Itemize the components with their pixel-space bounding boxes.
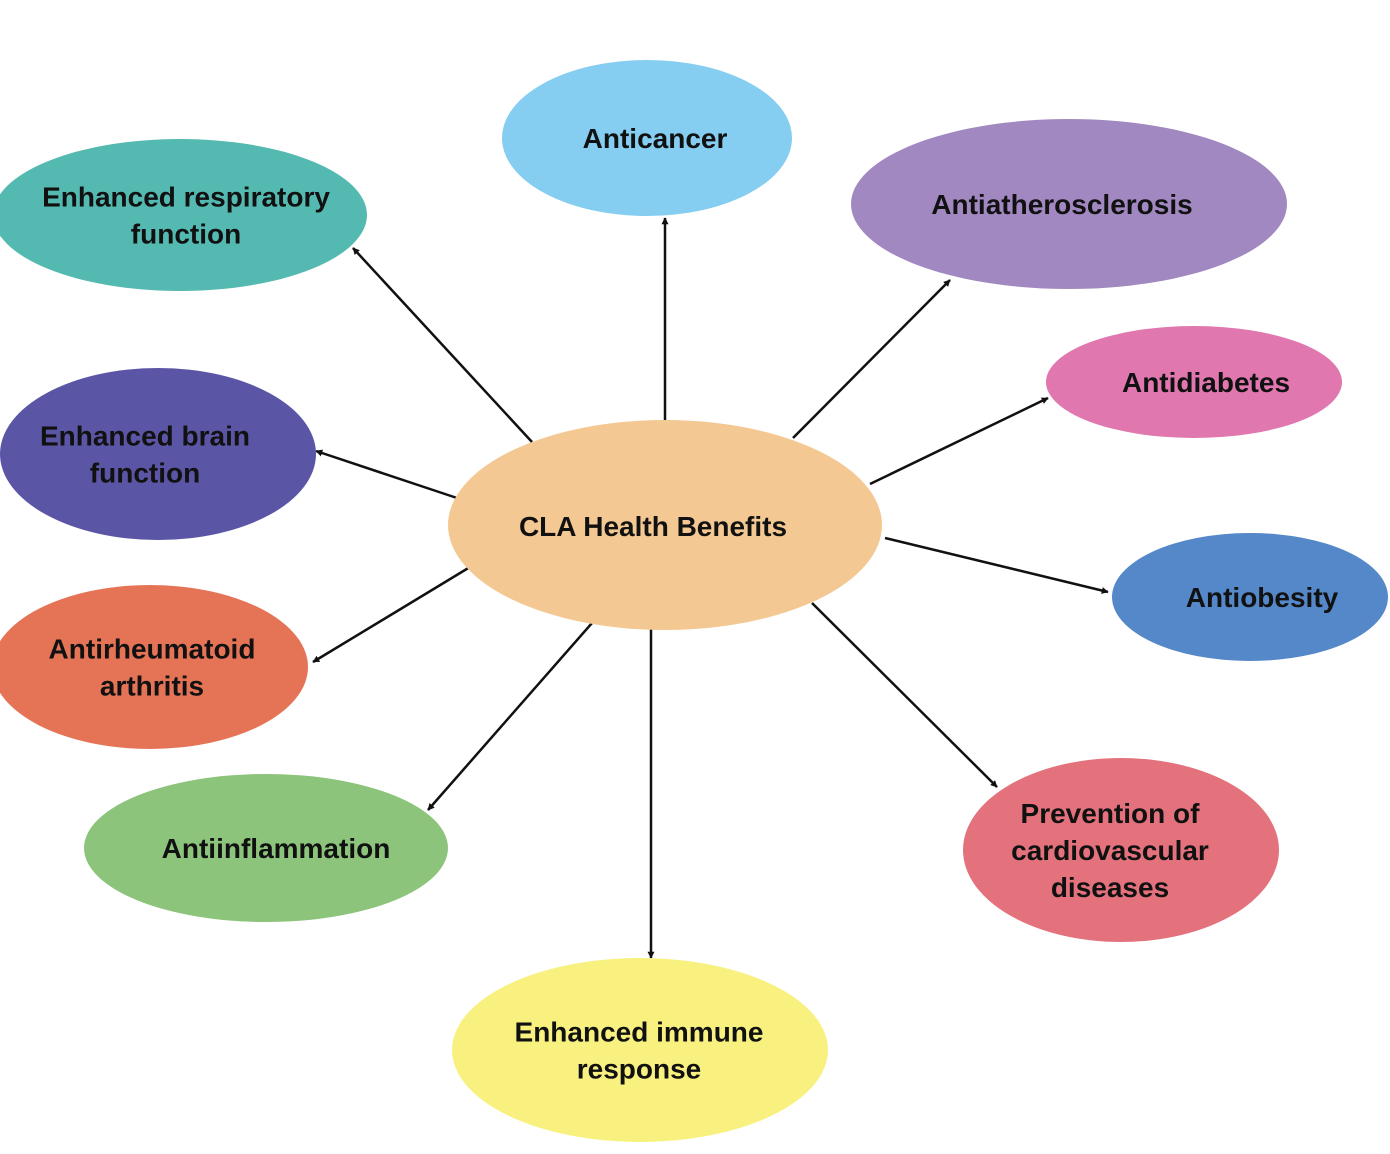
node-label-enhanced-brain-function-line-2: function	[90, 458, 200, 489]
node-label-enhanced-immune-response-line-1: Enhanced immune	[515, 1017, 764, 1048]
node-antiobesity: Antiobesity	[1112, 533, 1388, 661]
center-node-label: CLA Health Benefits	[519, 511, 787, 542]
node-label-prevention-of-cardiovascular-diseases-line-2: cardiovascular	[1011, 835, 1209, 866]
node-shape-antidiabetes	[1046, 326, 1342, 438]
node-label-enhanced-respiratory-function-line-1: Enhanced respiratory	[42, 182, 330, 213]
node-shape-antiinflammation	[84, 774, 448, 922]
node-shape-antiatherosclerosis	[851, 119, 1287, 289]
node-label-prevention-of-cardiovascular-diseases-line-3: diseases	[1051, 872, 1169, 903]
node-antiinflammation: Antiinflammation	[84, 774, 448, 922]
arrow-to-prevention-of-cardiovascular-diseases	[811, 602, 998, 788]
node-shape-enhanced-respiratory-function	[0, 139, 367, 291]
node-enhanced-respiratory-function: Enhanced respiratory function	[0, 139, 367, 291]
node-label-antirheumatoid-arthritis-line-1: Antirheumatoid	[49, 634, 256, 665]
node-label-prevention-of-cardiovascular-diseases-line-1: Prevention of	[1021, 798, 1201, 829]
node-antirheumatoid-arthritis: Antirheumatoid arthritis	[0, 585, 308, 749]
node-label-antiinflammation-line-1: Antiinflammation	[162, 833, 391, 864]
node-shape-anticancer	[502, 60, 792, 216]
node-label-enhanced-immune-response-line-2: response	[577, 1054, 702, 1085]
node-antiatherosclerosis: Antiatherosclerosis	[851, 119, 1287, 289]
node-enhanced-brain-function: Enhanced brain function	[0, 368, 316, 540]
center-node: CLA Health Benefits	[448, 420, 882, 630]
node-label-anticancer-line-1: Anticancer	[583, 123, 728, 154]
arrow-to-antiobesity	[884, 536, 1109, 594]
node-antidiabetes: Antidiabetes	[1046, 326, 1342, 438]
node-shape-antiobesity	[1112, 533, 1388, 661]
node-shape-prevention-of-cardiovascular-diseases	[963, 758, 1279, 942]
node-label-antiatherosclerosis-line-1: Antiatherosclerosis	[931, 189, 1192, 220]
arrows-layer	[312, 217, 1109, 959]
node-enhanced-immune-response: Enhanced immune response	[452, 958, 828, 1142]
arrow-to-antiinflammation	[427, 622, 593, 811]
arrow-to-antiatherosclerosis	[792, 279, 951, 439]
node-label-enhanced-brain-function-line-1: Enhanced brain	[40, 421, 250, 452]
node-label-antiobesity-line-1: Antiobesity	[1186, 582, 1339, 613]
nodes-layer: AnticancerAntiatherosclerosisAntidiabete…	[0, 60, 1388, 1142]
node-prevention-of-cardiovascular-diseases: Prevention of cardiovascular diseases	[963, 758, 1279, 942]
node-shape-antirheumatoid-arthritis	[0, 585, 308, 749]
node-anticancer: Anticancer	[502, 60, 792, 216]
node-label-antirheumatoid-arthritis-line-2: arthritis	[100, 671, 204, 702]
arrow-to-enhanced-respiratory-function	[352, 247, 533, 443]
arrow-to-antirheumatoid-arthritis	[312, 565, 471, 664]
node-label-enhanced-respiratory-function-line-2: function	[131, 219, 241, 250]
node-shape-enhanced-brain-function	[0, 368, 316, 540]
arrow-to-antidiabetes	[869, 396, 1049, 486]
center-node-shape	[448, 420, 882, 630]
node-shape-enhanced-immune-response	[452, 958, 828, 1142]
node-label-antidiabetes-line-1: Antidiabetes	[1122, 367, 1290, 398]
arrow-to-enhanced-brain-function	[315, 449, 458, 500]
